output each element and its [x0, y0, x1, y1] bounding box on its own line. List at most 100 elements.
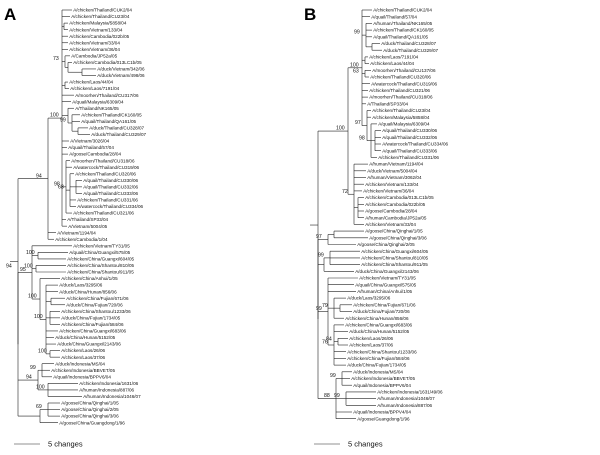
taxon-label: A/duck/China/Fujian/720/06 — [353, 309, 410, 314]
taxon-label: A/watercock/Thailand/CU319/06 — [73, 165, 139, 170]
taxon-label: A/duck/China/Hunan/5152/05 — [349, 329, 409, 334]
taxon-label: A/duck/Thailand/CU328/07 — [89, 126, 144, 131]
bootstrap-value: 79 — [322, 303, 328, 309]
taxon-label: A/chicken/Malaysia/5858/04 — [69, 21, 127, 26]
taxon-label: A/chicken/Indonesia/1631/06 — [79, 381, 138, 386]
taxon-label: A/Thailand/SP33/04 — [367, 101, 408, 106]
scale-label-b: 5 changes — [348, 440, 383, 449]
bootstrap-value: 100 — [24, 263, 33, 269]
scale-label-a: 5 changes — [48, 440, 83, 449]
taxon-label: A/goose/China/Guangdong/1/96 — [59, 420, 125, 425]
taxon-label: A/chicken/Vietnam/36/04 — [69, 47, 120, 52]
taxon-label: A/goose/China/Qinghai/3/06 — [61, 414, 119, 419]
taxon-label: A/chicken/Thailand/CK160/05 — [373, 28, 434, 33]
tree-a-branches: 94100A/chicken/Thailand/CUK2/04A/chicken… — [6, 8, 147, 426]
bootstrap-value: 99 — [316, 306, 322, 312]
taxon-label: A/goose/China/Qinghai/2/05 — [61, 407, 119, 412]
taxon-label: A/quail/Thailand/57/04 — [371, 14, 417, 19]
taxon-label: A/chicken/China/Guangxi/604/05 — [67, 257, 134, 262]
taxon-label: A/chicken/Vietnam/33/04 — [69, 40, 120, 45]
scale-bar-b: 5 changes — [314, 440, 383, 449]
taxon-label: A/chicken/China/Shantou/810/05 — [67, 263, 134, 268]
taxon-label: A/human/Vietnam/1194/04 — [369, 162, 423, 167]
taxon-label: A/goose/Cambodia/28/04 — [365, 209, 417, 214]
tree-b-branches: 100100A/chicken/Thailand/CUK2/04A/quail/… — [310, 8, 449, 421]
taxon-label: A/quail/Thailand/CU332/06 — [382, 135, 437, 140]
panel-b-tree: B 100100A/chicken/Thailand/CUK2/04A/quai… — [304, 5, 449, 449]
taxon-label: A/Cambodia/JP52a/05 — [71, 53, 117, 58]
taxon-label: A/human/Cambodia/JP52a/05 — [365, 215, 427, 220]
taxon-label: A/chicken/Thailand/CU321/06 — [73, 211, 134, 216]
taxon-label: A/chicken/Vietnam/TY31/05 — [73, 243, 130, 248]
taxon-label: A/chicken/Thailand/CU331/06 — [378, 155, 439, 160]
bootstrap-value: 72 — [342, 189, 348, 195]
taxon-label: A/chicken/Thailand/CU320/06 — [75, 171, 136, 176]
taxon-label: A/chicken/Vietnam/133/04 — [69, 27, 123, 32]
bootstrap-value: 100 — [26, 250, 35, 256]
taxon-label: A/chicken/China/Fujian/671/06 — [66, 296, 129, 301]
taxon-label: A/chicken/China/Fujian/584/06 — [347, 356, 410, 361]
taxon-label: A/duck/Vietnam/342/06 — [97, 67, 145, 72]
bootstrap-value: 100 — [36, 385, 45, 391]
taxon-label: A/quail/Thailand/CU333/06 — [83, 191, 138, 196]
taxon-label: A/human/Indonesia/887/06 — [79, 388, 134, 393]
taxon-label: A/chicken/Thailand/CU23/04 — [71, 14, 130, 19]
taxon-label: A/moorhen/Thailand/CU318/06 — [369, 95, 433, 100]
bootstrap-value: 98 — [359, 135, 365, 141]
taxon-label: A/quail/Malaysia/6309/04 — [72, 99, 124, 104]
taxon-label: A/duck/Laos/3295/06 — [347, 296, 391, 301]
taxon-label: A/chicken/China/Shantou/1233/06 — [347, 349, 417, 354]
taxon-label: A/chicken/Laos/7191/04 — [70, 86, 119, 91]
taxon-label: A/moorhen/Thailand/CU137/06 — [372, 68, 436, 73]
bootstrap-value: 94 — [36, 173, 42, 179]
bootstrap-value: 99 — [354, 30, 360, 36]
panel-b-letter: B — [304, 5, 316, 24]
panel-a-tree: A 94100A/chicken/Thailand/CUK2/04A/chick… — [4, 5, 147, 449]
taxon-label: A/watercock/Thailand/CU334/06 — [382, 142, 448, 147]
taxon-label: A/chicken/Indonesia/BBVET/05 — [51, 368, 115, 373]
taxon-label: A/human/Thailand/NK165/05 — [373, 21, 432, 26]
taxon-label: A/duck/Vietnam/498/06 — [97, 73, 145, 78]
taxon-label: A/chicken/China/Guangxi/683/06 — [59, 329, 126, 334]
taxon-label: A/chicken/Laos/37/06 — [61, 355, 105, 360]
bootstrap-value: 100 — [336, 126, 345, 132]
taxon-label: A/Thailand/NK165/05 — [75, 106, 119, 111]
taxon-label: A/Thailand/SP33/04 — [67, 217, 108, 222]
taxon-label: A/chicken/Laos/44/04 — [370, 61, 414, 66]
bootstrap-value: 88 — [324, 393, 330, 399]
taxon-label: A/chicken/Thailand/CUK2/04 — [73, 8, 132, 13]
taxon-label: A/chicken/Vietnam/36/04 — [363, 189, 414, 194]
taxon-label: A/human/Indonesia/1046/07 — [377, 396, 435, 401]
taxon-label: A/duck/Vietnam/5004/04 — [367, 168, 417, 173]
taxon-label: A/human/Vietnam/3062/04 — [367, 175, 422, 180]
bootstrap-value: 84 — [326, 336, 332, 342]
taxon-label: A/chicken/Laos/26/06 — [61, 348, 105, 353]
taxon-label: A/Vietnam/3026/04 — [70, 139, 109, 144]
taxon-label: A/chicken/Cambodia/1/04 — [55, 237, 108, 242]
taxon-label: A/chicken/Cambodia/022b/05 — [69, 34, 129, 39]
taxon-label: A/duck/Indonesia/MS/04 — [55, 361, 105, 366]
taxon-label: A/duck/Thailand/CU329/07 — [383, 48, 438, 53]
taxon-label: A/chicken/Laos/26/06 — [349, 336, 393, 341]
taxon-label: A/chicken/Laos/7191/04 — [369, 55, 418, 60]
taxon-label: A/quail/Indonesia/BPPV4/04 — [353, 410, 411, 415]
taxon-label: A/Vietnam/5004/05 — [68, 224, 107, 229]
taxon-label: A/chicken/Vietnam/33/04 — [365, 222, 416, 227]
taxon-label: A/duck/China/Fujian/720/06 — [66, 302, 123, 307]
taxon-label: A/quail/Indonesia/BPPV6/04 — [53, 374, 111, 379]
taxon-label: A/chicken/China/Fujian/671/06 — [353, 302, 416, 307]
taxon-label: A/human/Indonesia/887/06 — [377, 403, 432, 408]
taxon-label: A/chicken/Laos/44/04 — [69, 80, 113, 85]
bootstrap-value: 97 — [355, 120, 361, 126]
taxon-label: A/chicken/China/Guangxi/604/05 — [361, 249, 428, 254]
taxon-label: A/chicken/Indonesia/BBVET/05 — [351, 376, 415, 381]
taxon-label: A/chicken/China/Shantou/911/05 — [361, 262, 428, 267]
taxon-label: A/quail/China/Guangxi/575/05 — [355, 282, 416, 287]
taxon-label: A/quail/Thailand/CU330/06 — [83, 178, 138, 183]
taxon-label: A/chicken/China/Shantou/1233/06 — [61, 309, 131, 314]
taxon-label: A/quail/Malaysia/6309/04 — [378, 122, 430, 127]
bootstrap-value: 94 — [6, 263, 12, 269]
bootstrap-value: 100 — [34, 314, 43, 320]
taxon-label: A/chicken/China/Shantou/810/05 — [361, 256, 428, 261]
